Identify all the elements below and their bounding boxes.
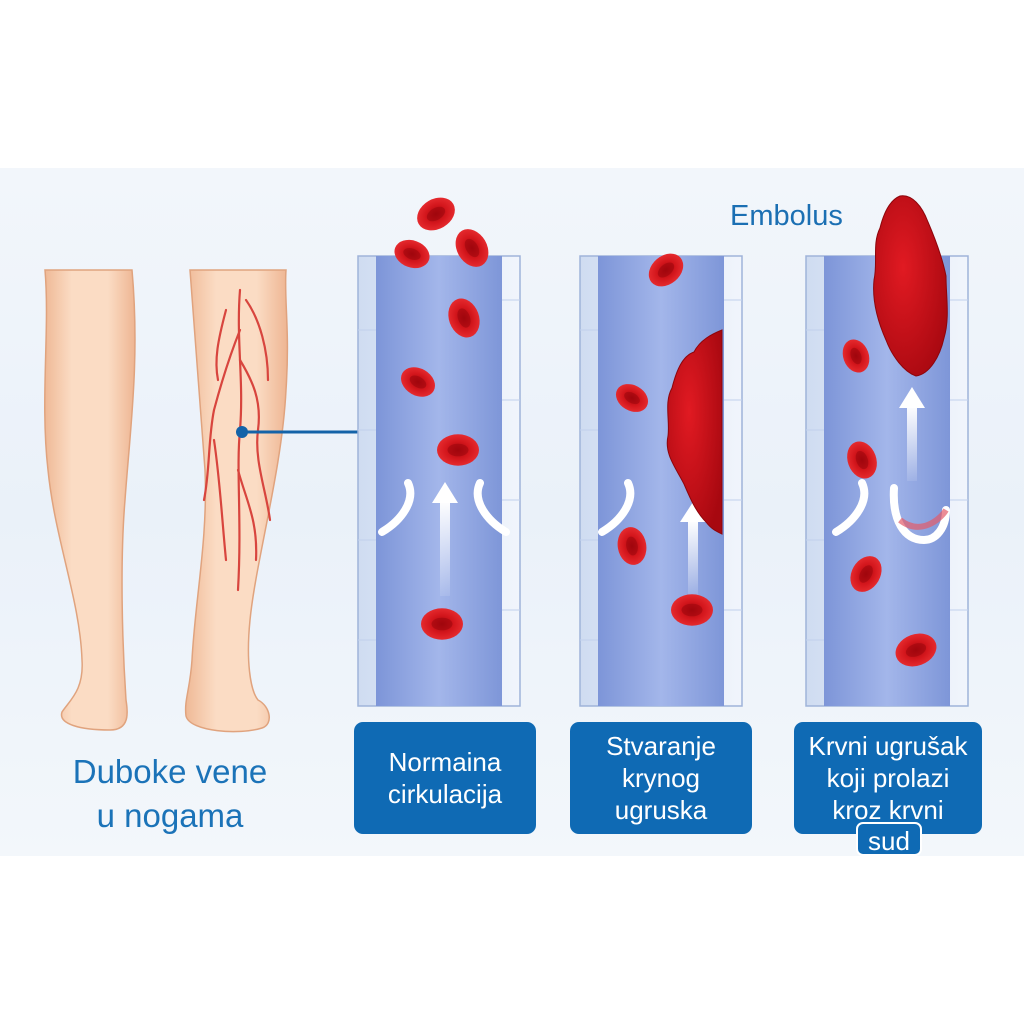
red-blood-cell-icon [437,434,479,466]
valve-flap-icon [473,479,510,536]
embolus-label: Embolus [730,200,843,232]
embolus-clot-icon [873,195,948,377]
caption-clot-formation: Stvaranje krynog ugruska [570,722,752,834]
valve-flap-icon [378,479,415,536]
valve-flap-icon [889,484,950,545]
legs-title: Duboke vene u nogama [72,753,268,834]
left-leg-icon [44,269,136,731]
red-blood-cell-icon [671,594,713,626]
caption-clot-passing-last-word: sud [856,822,922,856]
vessel-embolus [805,195,969,707]
vessel-clot-forming [579,255,743,707]
blood-clot-icon [666,329,723,535]
red-blood-cell-icon [411,191,461,237]
flow-arrow-icon [680,502,706,596]
red-blood-cell-icon [421,608,463,640]
flow-arrow-icon [899,387,925,481]
flow-arrow-icon [432,482,458,596]
vessel-normal [357,255,521,707]
valve-flap-icon [832,479,869,536]
caption-clot-passing: Krvni ugrušak koji prolazi kroz krvni [794,722,982,834]
pointer-line [236,426,358,438]
caption-normal-circulation: Normaina cirkulacija [354,722,536,834]
right-leg-icon [184,269,289,733]
valve-flap-icon [598,479,635,536]
